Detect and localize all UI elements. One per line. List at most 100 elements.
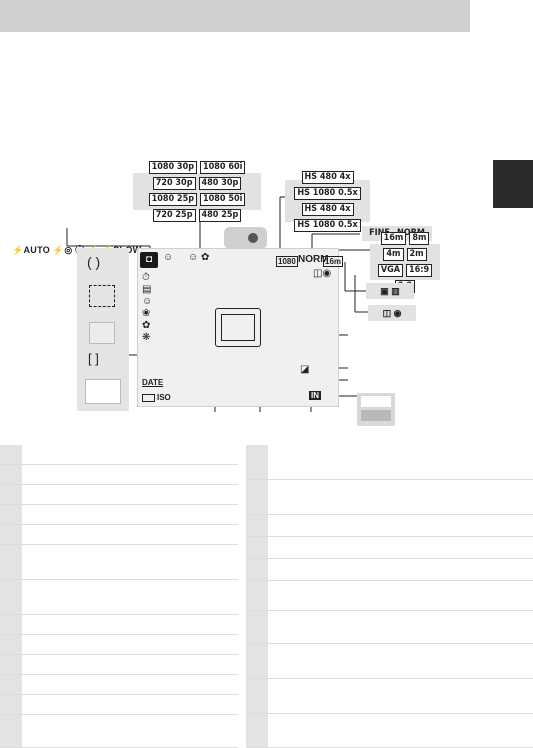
table-row (246, 679, 533, 714)
table-row (0, 485, 238, 505)
image-size-chip: 16:9 (406, 263, 433, 277)
face-detect-icon: ☺ (142, 296, 153, 307)
exposure-comp-icon: ◪ (300, 364, 310, 375)
video-mode-chip: 1080 30p (148, 161, 197, 174)
row-number-cell (0, 635, 22, 654)
table-row (246, 611, 533, 644)
af-mode-item: [ ] (88, 351, 99, 366)
continuous-icon: ▤ (142, 284, 152, 295)
row-number-cell (246, 679, 268, 713)
page-header-bar (0, 0, 470, 32)
row-number-cell (0, 485, 22, 504)
vr-mode-group: ▣ ▥ (366, 283, 414, 299)
video-mode-chip: 1080 50i (200, 193, 246, 206)
row-number-cell (246, 611, 268, 643)
row-number-cell (246, 644, 268, 678)
table-row (246, 644, 533, 679)
hs-video-chip: HS 480 4x (301, 170, 354, 184)
table-row (0, 695, 238, 715)
hs-video-mode-group: HS 480 4x HS 1080 0.5x HS 480 4x HS 1080… (285, 170, 370, 232)
row-number-cell (0, 525, 22, 544)
video-mode-group: 1080 30p 1080 60i 720 30p 480 30p 1080 2… (133, 161, 261, 222)
scene-icon: ✿ (142, 320, 151, 331)
af-mode-item: ( ) (87, 254, 101, 270)
screen-date: DATE (142, 378, 164, 387)
screen-iso: ISO (157, 393, 171, 402)
table-row (0, 715, 238, 748)
hs-video-chip: HS 1080 0.5x (294, 186, 361, 200)
hs-video-chip: HS 1080 0.5x (294, 218, 361, 232)
table-row (246, 480, 533, 515)
video-mode-chip: 480 25p (198, 209, 242, 222)
table-row (0, 635, 238, 655)
vr-icon: ▣ ▥ (380, 285, 400, 296)
screen-size: 16m (323, 256, 344, 267)
smile-icon: ☺ (163, 252, 174, 263)
vr-screen-icon: ◫◉ (313, 268, 332, 279)
table-row (246, 515, 533, 537)
af-focus-frame (215, 308, 261, 347)
image-size-group: 16m 8m 4m 2m VGA 16:9 3:2 (370, 231, 440, 293)
video-mode-chip: 480 30p (198, 177, 242, 190)
image-size-chip: 2m (406, 247, 427, 261)
screen-memory: IN (309, 391, 321, 400)
table-row (246, 445, 533, 480)
table-row (0, 615, 238, 635)
table-row (0, 525, 238, 545)
memory-card-slot-b (361, 410, 391, 421)
table-row (0, 545, 238, 580)
video-mode-chip: 720 25p (152, 209, 196, 222)
table-row (0, 655, 238, 675)
flower-icon: ✿ (201, 252, 210, 263)
af-mode-item (89, 322, 115, 344)
screen-quality: NORM (298, 254, 329, 265)
camera-screen-mockup (137, 248, 339, 407)
motion-detect-group: ◫ ◉ (368, 305, 416, 321)
memory-card-slot-a (361, 396, 391, 407)
row-number-cell (246, 714, 268, 747)
table-row (0, 505, 238, 525)
motion-detect-icon: ◫ ◉ (382, 307, 402, 318)
table-row (246, 581, 533, 611)
row-number-cell (0, 580, 22, 614)
table-row (0, 580, 238, 615)
video-mode-chip: 720 30p (152, 177, 196, 190)
screen-left-icons: ⏱ ▤ ☺ ❀ ✿ ❋ (142, 272, 152, 344)
effect-icon: ❋ (142, 332, 151, 343)
row-number-cell (246, 480, 268, 514)
row-number-cell (0, 545, 22, 579)
image-size-chip: 16m (380, 231, 407, 245)
row-number-cell (0, 615, 22, 634)
af-mode-item (85, 379, 121, 404)
battery-icon (142, 394, 155, 402)
chapter-tab (493, 160, 533, 208)
record-bubble (224, 227, 267, 249)
macro-icon: ❀ (142, 308, 151, 319)
screen-video-mode: 1080 (276, 256, 298, 267)
table-row (0, 445, 238, 465)
af-area-panel: ( ) [ ] (77, 248, 129, 411)
memory-card-group (357, 393, 395, 426)
table-row (0, 675, 238, 695)
table-row (246, 537, 533, 559)
record-dot-icon (248, 233, 258, 243)
video-mode-chip: 1080 25p (148, 193, 197, 206)
face-icon: ☺ (188, 252, 199, 263)
table-row (246, 559, 533, 581)
image-size-chip: VGA (377, 263, 404, 277)
row-number-cell (0, 695, 22, 714)
af-mode-item (89, 285, 115, 307)
image-size-chip: 4m (383, 247, 404, 261)
row-number-cell (246, 537, 268, 558)
row-number-cell (246, 515, 268, 536)
quality-fine: FINE (369, 228, 390, 238)
row-number-cell (0, 465, 22, 484)
row-number-cell (246, 581, 268, 610)
image-size-chip: 8m (409, 231, 430, 245)
row-number-cell (246, 559, 268, 580)
af-focus-frame-inner (221, 314, 255, 341)
row-number-cell (0, 445, 22, 464)
hs-video-chip: HS 480 4x (301, 202, 354, 216)
row-number-cell (246, 445, 268, 479)
table-row (246, 714, 533, 748)
